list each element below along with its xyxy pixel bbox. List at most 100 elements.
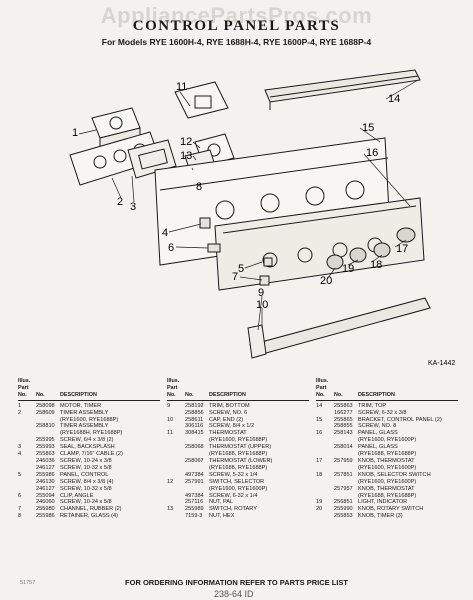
cell-no: 15 — [316, 416, 323, 423]
cell-no — [18, 479, 36, 486]
cell-desc: PANEL, GLASS — [358, 444, 398, 451]
cell-part: 257957 — [334, 485, 353, 492]
table-row: 8 255986 RETAINER, GLASS (4) — [18, 513, 160, 520]
callout-17: 17 — [396, 243, 408, 255]
table-row: (RYE1688, RYE1688P) — [316, 451, 458, 458]
cell-part: 255980 — [36, 506, 55, 513]
cell-desc: SCREW, 6-32 x 3/8 — [358, 409, 407, 416]
cell-part: 255865 — [334, 416, 353, 423]
cell-no — [316, 513, 334, 520]
cell-no — [167, 437, 185, 444]
cell-no — [167, 423, 185, 430]
cell-no: 17 — [316, 457, 323, 464]
cell-desc: (RYE1600, RYE1688P) — [209, 437, 268, 444]
table-row: 246127 SCREW, 10-32 x 5/8 — [18, 486, 160, 493]
cell-desc: CHANNEL, RUBBER (2) — [60, 506, 122, 513]
cell-part: 258611 — [185, 416, 204, 423]
cell-no: 5 — [18, 471, 22, 478]
cell-no: 18 — [316, 471, 323, 478]
exploded-parts-diagram: 1 2 3 4 5 6 7 8 9 10 11 12 13 14 15 16 1… — [69, 69, 455, 367]
cell-no — [167, 458, 185, 465]
top-trim-drawing — [264, 69, 421, 110]
table-row: (RYE1688, RYE1688P) — [316, 493, 458, 500]
cell-no: 14 — [316, 402, 323, 409]
model-list: For Models RYE 1600H-4, RYE 1688H-4, RYE… — [101, 37, 372, 47]
cell-part: 308415 — [185, 430, 204, 437]
header-part: No. — [185, 391, 194, 398]
callout-10: 10 — [256, 299, 268, 311]
callout-labels: 1 2 3 4 5 6 7 8 9 10 11 12 13 14 15 16 1… — [72, 81, 455, 367]
cell-desc: SEAL, BACKSPLASH — [60, 444, 115, 451]
cell-no — [316, 444, 334, 451]
cell-desc: THERMOSTAT — [209, 430, 247, 437]
cell-no — [18, 437, 36, 444]
table-row: (RYE1600, RYE1600P) — [316, 479, 458, 486]
cell-no: 7 — [18, 506, 22, 513]
cell-no: 8 — [18, 513, 22, 520]
cell-part: 255986 — [36, 513, 55, 520]
table-row: (RYE1600, RYE1600P) — [316, 437, 458, 444]
callout-20: 20 — [320, 275, 332, 287]
cell-desc: SCREW, NO. 8 — [358, 423, 397, 430]
cell-part — [334, 493, 358, 500]
cell-no — [18, 499, 36, 506]
cell-part: 257959 — [334, 457, 353, 464]
cell-part — [185, 451, 209, 458]
cell-part: 166277 — [334, 409, 353, 416]
cell-part — [334, 451, 358, 458]
cell-desc: RETAINER, GLASS (4) — [60, 513, 119, 520]
cell-part: 246127 — [36, 485, 55, 492]
cell-no — [167, 465, 185, 472]
cell-no: 12 — [167, 478, 174, 485]
cell-desc: (RYE1600, RYE1600P) — [209, 485, 268, 492]
cell-desc: NUT, HEX — [209, 513, 235, 520]
cell-no: 13 — [167, 506, 174, 513]
callout-6: 6 — [168, 242, 174, 254]
cell-part: 258067 — [185, 457, 204, 464]
callout-15: 15 — [362, 122, 374, 134]
cell-desc: SCREW, 8/4 x 1/2 — [209, 423, 255, 430]
cell-no — [18, 465, 36, 472]
cell-desc: SCREW, 10-32 x 5/8 — [60, 464, 112, 471]
cell-no — [167, 486, 185, 493]
cell-part: 258098 — [36, 402, 55, 409]
callout-3: 3 — [130, 201, 136, 213]
cell-no: 6 — [18, 492, 22, 499]
cell-desc: (RYE1600, RYE1600P) — [358, 478, 417, 485]
cell-part: 258068 — [185, 444, 204, 451]
cell-desc: CAP, END (2) — [209, 416, 244, 423]
cell-part: 255853 — [334, 513, 353, 520]
cell-desc: NUT, PAL — [209, 499, 234, 506]
cell-desc: (RYE1600, RYE1688P) — [60, 416, 119, 423]
cell-desc: SCREW, 10-32 x 5/8 — [60, 485, 112, 492]
cell-desc: LIGHT, INDICATOR — [358, 499, 408, 506]
clip-drawings — [199, 217, 273, 286]
cell-part: 258855 — [334, 423, 353, 430]
cell-no: 4 — [18, 451, 22, 458]
callout-14: 14 — [388, 93, 400, 105]
cell-desc: BRACKET, CONTROL PANEL (2) — [358, 416, 442, 423]
cell-desc: KNOB, SELECTOR SWITCH — [358, 471, 431, 478]
watermark: AppliancePartsPros.com — [100, 3, 373, 28]
cell-part: 258856 — [185, 409, 204, 416]
leader-lines — [78, 79, 419, 331]
cell-desc: SCREW, 5-32 x 1/4 — [209, 471, 258, 478]
callout-4: 4 — [162, 227, 168, 239]
cell-no — [316, 451, 334, 458]
cell-part: 255863 — [36, 451, 55, 458]
callout-16: 16 — [366, 147, 378, 159]
cell-desc: TIMER ASSEMBLY — [60, 409, 109, 416]
cell-desc: (RYE1688, RYE1688P) — [358, 451, 417, 458]
cell-desc: SCREW, 8/4 x 3/8 (4) — [60, 478, 114, 485]
